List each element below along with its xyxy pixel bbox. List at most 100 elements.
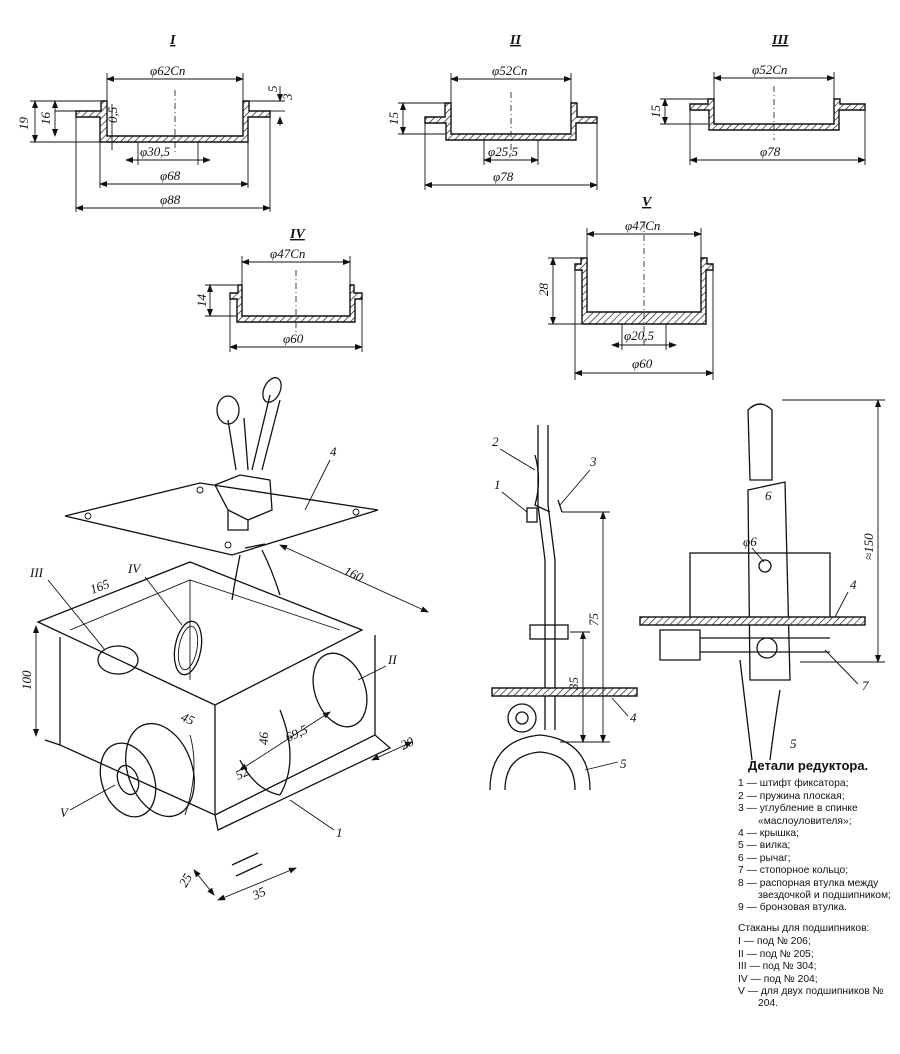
assembly-callout-IV: IV <box>127 561 142 576</box>
lever-dim-phi6: φ6 <box>743 534 757 549</box>
dim-I-h5: 0,5 <box>105 106 120 123</box>
dim-I-h4: 3 <box>280 93 295 101</box>
cup-item: V — для двух подшипников № 204. <box>738 985 884 1010</box>
dim-V-d2: φ20,5 <box>624 328 654 343</box>
gearbox-assembly: 4 III IV II V 1 160 165 100 45 46 52 69,… <box>19 377 429 903</box>
dim-I-d4: φ88 <box>160 192 181 207</box>
assembly-callout-III: III <box>29 565 44 580</box>
view-label-I: I <box>169 33 176 48</box>
legend-item: 7 — стопорное кольцо; <box>738 865 849 877</box>
section-callout-3: 3 <box>589 454 597 469</box>
lever-dim-150: ≈150 <box>861 533 876 560</box>
dim-II-d2: φ25,5 <box>488 144 518 159</box>
cup-item: IV — под № 204; <box>738 973 818 985</box>
dim-III-d2: φ78 <box>760 144 781 159</box>
lever-arm <box>747 481 791 681</box>
dim-I-h2: 16 <box>38 112 53 126</box>
section-dim-35: 35 <box>566 677 581 692</box>
dim-69-5: 69,5 <box>283 721 310 744</box>
lever-handles <box>227 394 281 471</box>
dim-IV-d2: φ60 <box>283 331 304 346</box>
assembly-callout-1: 1 <box>336 825 343 840</box>
lid-section <box>491 687 638 697</box>
lever-callout-6: 6 <box>765 488 772 503</box>
dim-165: 165 <box>88 576 112 597</box>
fixator-section: 2 3 1 4 5 75 35 <box>489 425 638 791</box>
dim-20: 20 <box>398 733 417 752</box>
legend-item: 9 — бронзовая втулка. <box>738 902 847 914</box>
dim-I-d1: φ62Сп <box>150 63 185 78</box>
cup-item: II — под № 205; <box>738 948 814 960</box>
lever-callout-7: 7 <box>862 678 869 693</box>
legend: Детали редуктора. 1 — штифт фиксатора; 2… <box>738 758 896 1011</box>
dim-IV-h1: 14 <box>194 294 209 308</box>
dim-I-d2: φ30,5 <box>140 144 170 159</box>
cup-section-V: V φ47Сп φ20,5 φ60 28 <box>536 195 714 380</box>
section-callout-5: 5 <box>620 756 627 771</box>
cup-V-profile <box>574 257 714 325</box>
dim-V-d3: φ60 <box>632 356 653 371</box>
legend-item: 1 — штифт фиксатора; <box>738 778 849 790</box>
lid-plate <box>64 482 379 556</box>
dim-I-d3: φ68 <box>160 168 181 183</box>
section-callout-4: 4 <box>630 710 637 725</box>
dim-100: 100 <box>19 670 34 690</box>
cup-section-III: III φ52Сп φ78 15 <box>648 33 866 165</box>
section-callout-1: 1 <box>494 477 501 492</box>
legend-item: 4 — крышка; <box>738 828 799 840</box>
cup-item: I — под № 206; <box>738 936 811 948</box>
view-label-IV: IV <box>289 227 306 242</box>
dim-25: 25 <box>176 870 196 889</box>
cups-title: Стаканы для подшипников: <box>738 922 870 934</box>
assembly-callout-V: V <box>60 805 70 820</box>
dim-46: 46 <box>256 732 271 746</box>
cup-V-flange <box>125 722 195 818</box>
fork-lever <box>739 659 781 761</box>
legend-item: 3 — углубление в спинке «маслоуловителя»… <box>738 803 858 827</box>
opening-I <box>239 709 291 796</box>
lid-lever-section <box>639 616 866 626</box>
cup-IV-profile <box>229 284 363 323</box>
assembly-callout-II: II <box>387 652 397 667</box>
box-front-left <box>59 637 216 817</box>
legend-item: 5 — вилка; <box>738 840 791 852</box>
dim-III-d1: φ52Сп <box>752 62 787 77</box>
legend-title: Детали редуктора. <box>748 758 869 773</box>
lever-handle <box>747 403 773 481</box>
opening-II <box>312 652 368 728</box>
cup-II-profile <box>424 102 598 141</box>
fork-under-lid <box>231 543 281 601</box>
legend-item: 2 — пружина плоская; <box>738 790 845 802</box>
lever-detail: 6 φ6 4 7 5 ≈150 <box>639 399 885 761</box>
dim-III-h1: 15 <box>648 105 663 119</box>
dim-V-h1: 28 <box>536 283 551 297</box>
dim-52: 52 <box>233 763 252 782</box>
dim-II-d1: φ52Сп <box>492 63 527 78</box>
cup-III-profile <box>689 98 866 131</box>
opening-III <box>97 645 139 675</box>
view-label-III: III <box>771 33 789 48</box>
legend-item: 8 — распорная втулка между звездочкой и … <box>738 877 891 902</box>
section-callout-2: 2 <box>492 434 499 449</box>
fork-section <box>489 734 591 791</box>
cup-I-profile <box>75 100 271 143</box>
cup-item: III — под № 304; <box>738 961 817 973</box>
view-label-V: V <box>642 195 653 210</box>
section-dim-75: 75 <box>586 613 601 627</box>
dim-IV-d1: φ47Сп <box>270 246 305 261</box>
dim-45: 45 <box>179 709 197 728</box>
box-top-rim <box>36 561 364 706</box>
dim-35: 35 <box>249 883 268 903</box>
dim-I-h3: 5 <box>265 85 280 92</box>
dim-II-d3: φ78 <box>493 169 514 184</box>
dim-II-h1: 15 <box>386 112 401 126</box>
assembly-callout-4: 4 <box>330 444 337 459</box>
dim-V-d1: φ47Сп <box>625 218 660 233</box>
dim-160: 160 <box>342 563 366 585</box>
cup-section-IV: IV φ47Сп φ60 14 <box>194 227 363 352</box>
cup-section-II: II φ52Сп φ25,5 φ78 15 <box>386 33 598 190</box>
dim-I-h1: 19 <box>16 117 31 131</box>
cup-section-I: I φ62Сп φ30,5 φ68 φ88 19 16 5 3 0,5 <box>16 33 295 212</box>
view-label-II: II <box>509 33 521 48</box>
